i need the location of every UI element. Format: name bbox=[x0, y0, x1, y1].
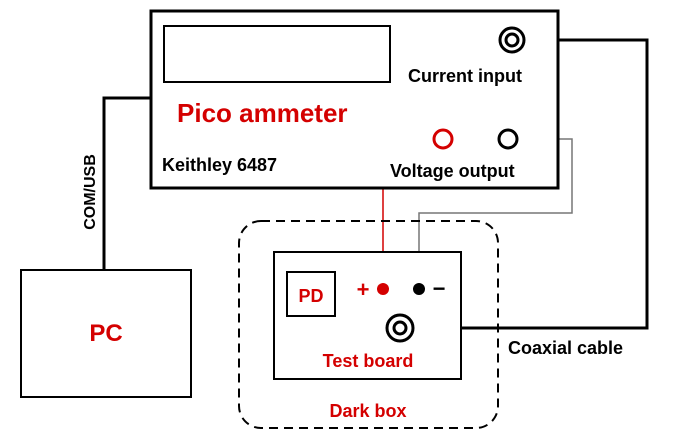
pc-label: PC bbox=[89, 320, 122, 347]
negative-terminal-dot-icon bbox=[413, 283, 425, 295]
voltage-output-label: Voltage output bbox=[390, 161, 515, 181]
test-board-coax-connector-icon bbox=[385, 313, 415, 343]
current-input-connector-icon bbox=[498, 26, 526, 54]
pico-ammeter: Pico ammeter Keithley 6487 Current input… bbox=[149, 9, 560, 190]
com-usb-wire bbox=[102, 96, 150, 270]
com-usb-label: COM/USB bbox=[82, 154, 99, 230]
negative-sign-label: − bbox=[433, 276, 446, 301]
ammeter-display bbox=[163, 25, 391, 83]
test-board-label: Test board bbox=[323, 351, 414, 371]
positive-sign-label: + bbox=[357, 277, 370, 302]
pc-box bbox=[20, 269, 192, 398]
photodiode-label: PD bbox=[298, 286, 323, 306]
positive-terminal-dot-icon bbox=[377, 283, 389, 295]
dark-box-outline bbox=[238, 220, 499, 429]
current-input-label: Current input bbox=[408, 66, 522, 86]
test-board: PD + − Test board bbox=[273, 251, 462, 380]
coaxial-cable-label: Coaxial cable bbox=[508, 338, 623, 358]
dark-box: Dark box bbox=[238, 220, 499, 429]
coaxial-cable-wire bbox=[413, 38, 649, 330]
voltage-output-positive-terminal-icon bbox=[432, 128, 454, 150]
photodiode-box bbox=[286, 271, 336, 317]
voltage-output-negative-terminal-icon bbox=[497, 128, 519, 150]
ammeter-title: Pico ammeter bbox=[177, 98, 348, 128]
dark-box-label: Dark box bbox=[329, 401, 406, 421]
pc: PC bbox=[20, 269, 192, 398]
ammeter-model: Keithley 6487 bbox=[162, 155, 277, 175]
